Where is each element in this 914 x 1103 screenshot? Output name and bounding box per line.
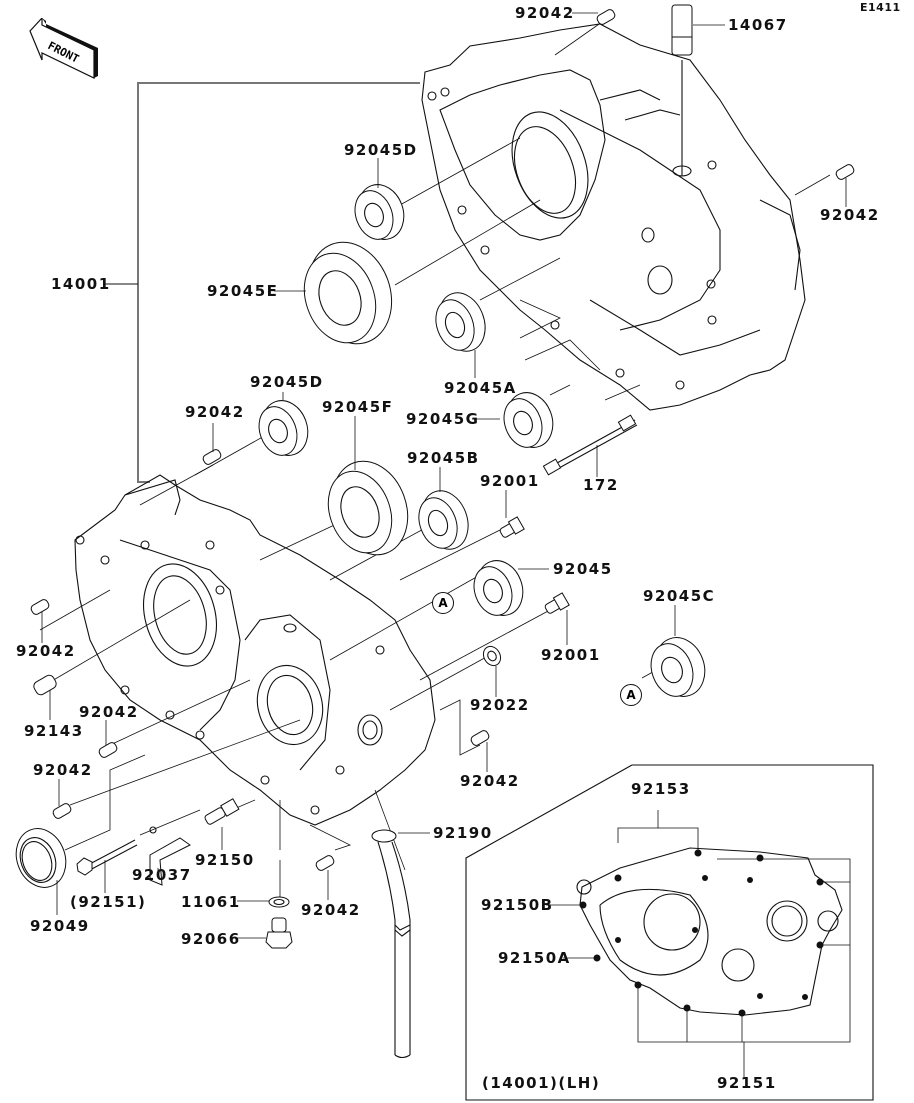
diagram-code: E1411 — [860, 1, 901, 14]
bearing-92045F-shape — [327, 460, 409, 556]
part-label-92042-c[interactable]: 92042 — [16, 642, 76, 660]
part-label-92001-upper[interactable]: 92001 — [480, 472, 540, 490]
part-label-92045D-upper[interactable]: 92045D — [344, 141, 418, 159]
part-label-92045G[interactable]: 92045G — [406, 410, 480, 428]
part-label-92045C[interactable]: 92045C — [643, 587, 716, 605]
part-label-92143[interactable]: 92143 — [24, 722, 84, 740]
inset-caption: (14001)(LH) — [482, 1074, 601, 1092]
label-leaders — [41, 12, 847, 939]
bearings — [258, 184, 706, 697]
part-label-92042-e[interactable]: 92042 — [33, 761, 93, 779]
part-label-92001-lower[interactable]: 92001 — [541, 646, 601, 664]
part-label-92045[interactable]: 92045 — [553, 560, 613, 578]
reference-marker-a-lower: A — [620, 684, 642, 706]
bearing-92045A-shape — [435, 292, 486, 352]
right-crankcase-half — [421, 23, 806, 411]
part-label-11061[interactable]: 11061 — [181, 893, 241, 911]
bearing-92045E-shape — [303, 241, 393, 345]
bearing-92045D-upper-shape — [354, 184, 405, 240]
bearing-92045C-shape — [650, 637, 706, 697]
part-label-14001[interactable]: 14001 — [51, 275, 111, 293]
part-label-92022[interactable]: 92022 — [470, 696, 530, 714]
part-label-92049[interactable]: 92049 — [30, 917, 90, 935]
bearing-92045B-shape — [418, 490, 469, 550]
part-label-92045D-lower[interactable]: 92045D — [250, 373, 324, 391]
part-label-92045E[interactable]: 92045E — [207, 282, 279, 300]
part-label-92150[interactable]: 92150 — [195, 851, 255, 869]
front-direction-arrow-icon: FRONT — [29, 18, 98, 79]
part-label-92045B[interactable]: 92045B — [407, 449, 480, 467]
part-label-14067[interactable]: 14067 — [728, 16, 788, 34]
part-label-92045F[interactable]: 92045F — [322, 398, 394, 416]
reference-marker-a-upper: A — [432, 592, 454, 614]
bearing-92045G-shape — [503, 392, 554, 448]
bearing-92045-shape — [473, 560, 524, 616]
part-label-92151-ref[interactable]: (92151) — [70, 893, 147, 911]
part-label-92042-f[interactable]: 92042 — [301, 901, 361, 919]
part-label-92042-b[interactable]: 92042 — [460, 772, 520, 790]
part-label-92037[interactable]: 92037 — [132, 866, 192, 884]
inset-frame — [465, 764, 874, 1101]
inset-label-92151[interactable]: 92151 — [717, 1074, 777, 1092]
part-label-92042-a[interactable]: 92042 — [185, 403, 245, 421]
bearing-92045D-lower-shape — [258, 400, 309, 456]
small-parts — [15, 4, 855, 1059]
inset-label-92153[interactable]: 92153 — [631, 780, 691, 798]
assembly-lines — [39, 21, 831, 900]
part-label-92042-d[interactable]: 92042 — [79, 703, 139, 721]
left-crankcase-half — [74, 474, 436, 826]
part-label-92066[interactable]: 92066 — [181, 930, 241, 948]
part-label-92042-top[interactable]: 92042 — [515, 4, 575, 22]
part-label-92190[interactable]: 92190 — [433, 824, 493, 842]
part-label-92042-right[interactable]: 92042 — [820, 206, 880, 224]
inset-label-92150B[interactable]: 92150B — [481, 896, 554, 914]
crankcase-bracket — [104, 82, 420, 483]
inset-label-92150A[interactable]: 92150A — [498, 949, 571, 967]
part-label-172[interactable]: 172 — [583, 476, 619, 494]
part-label-92045A[interactable]: 92045A — [444, 379, 517, 397]
